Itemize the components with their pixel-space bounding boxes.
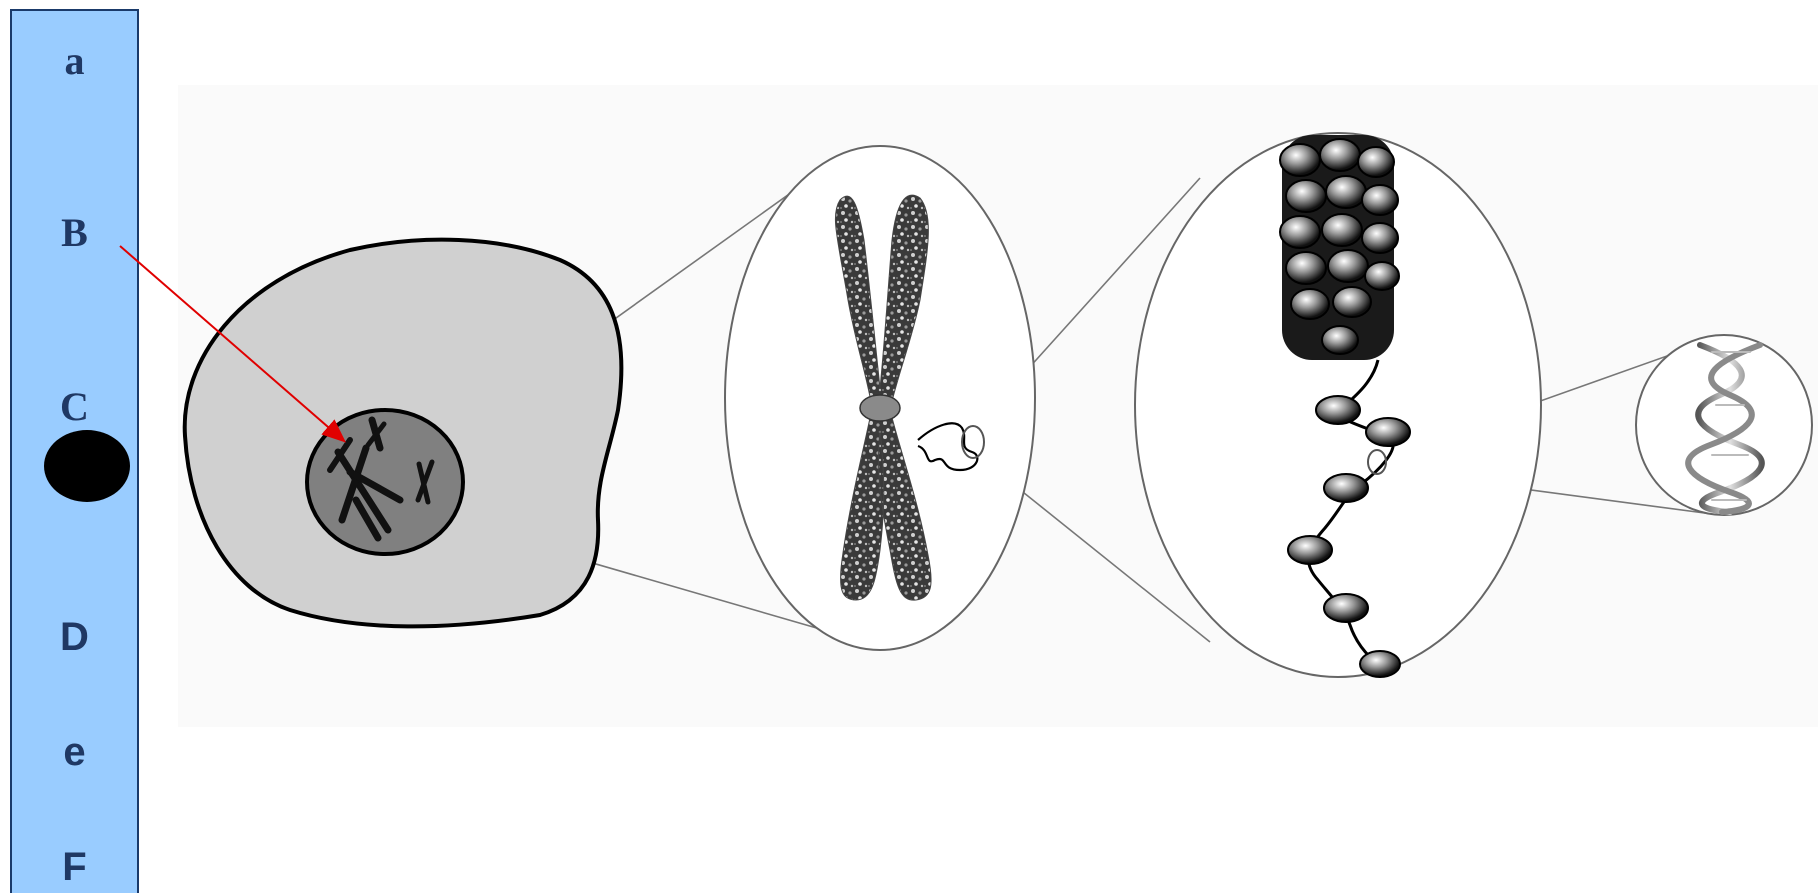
condensed-chromatin-fiber <box>1280 135 1399 360</box>
nucleus <box>307 410 463 554</box>
centromere <box>860 395 900 421</box>
